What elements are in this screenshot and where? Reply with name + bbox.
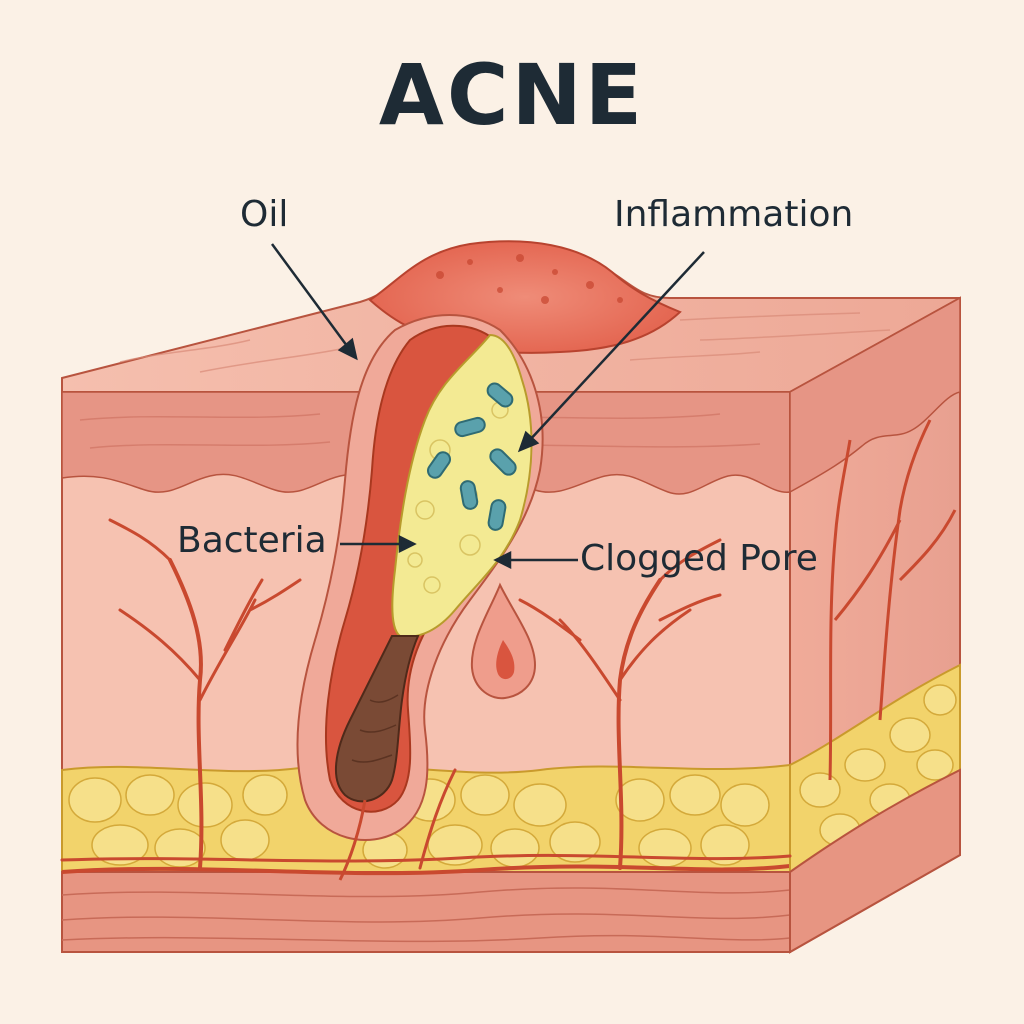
fat-cells	[68, 774, 770, 869]
fat-border	[61, 864, 791, 876]
blood-vessels	[60, 518, 792, 870]
inflammation-arrow-head	[517, 430, 540, 453]
oil-arrow-head	[337, 337, 358, 361]
label-bacteria: Bacteria	[177, 520, 327, 561]
bottom-layer-texture	[61, 887, 791, 943]
hair-follicle-root	[334, 635, 420, 803]
label-oil: Oil	[240, 194, 289, 235]
label-arrows	[270, 243, 705, 570]
oil-arrow-line	[270, 243, 352, 351]
bacteria-arrow-head	[398, 534, 417, 554]
label-inflammation: Inflammation	[614, 194, 854, 235]
side-bottom	[789, 768, 961, 954]
droplet-inner	[496, 640, 515, 680]
diagram-title: ACNE	[378, 46, 646, 144]
bump-spots	[436, 254, 623, 304]
bottom-layer	[61, 871, 791, 953]
side-vessels	[828, 419, 957, 781]
bacteria-cells	[426, 382, 517, 531]
hair-strand	[338, 799, 367, 881]
surface-texture	[119, 312, 891, 373]
inflammation-arrow-line	[527, 251, 705, 443]
side-epidermis	[789, 296, 961, 494]
epidermis-texture	[79, 413, 761, 449]
label-clogged-pore: Clogged Pore	[580, 538, 818, 579]
clogged-pore-arrow-head	[493, 550, 512, 570]
hair-root-texture	[351, 694, 399, 763]
